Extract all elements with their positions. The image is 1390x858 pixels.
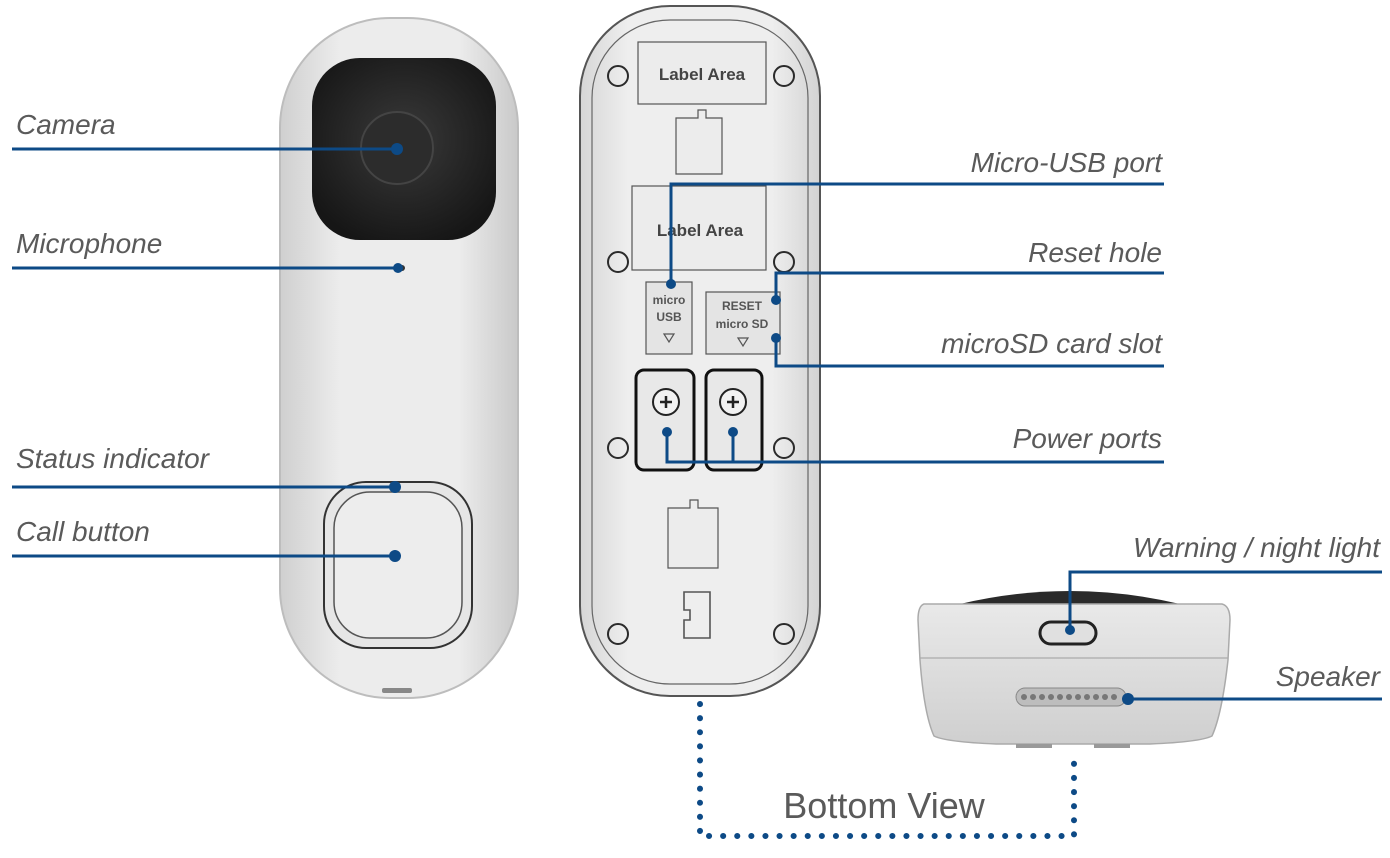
speaker-label: Speaker (1276, 661, 1382, 692)
screw-cross-icon (660, 396, 672, 408)
mount-hole-icon (607, 251, 629, 273)
mount-hole-icon (607, 437, 629, 459)
speaker-holes (1021, 694, 1117, 700)
arrow-down-icon (662, 333, 676, 344)
micro-usb-port-label: Micro-USB port (971, 147, 1164, 178)
back-leaders (662, 182, 1164, 464)
micro-sd-text: micro SD (716, 317, 769, 331)
arrow-down-icon (736, 337, 750, 348)
mount-hole-icon (607, 623, 629, 645)
reset-hole-label: Reset hole (1028, 237, 1162, 268)
call-button-label: Call button (16, 516, 150, 547)
back-view: Label Area Label Area micro USB RESET mi… (579, 5, 821, 697)
tab-top (675, 109, 723, 175)
power-port-left (634, 368, 696, 472)
micro-text: micro (653, 293, 686, 307)
sd-card-icon (683, 591, 711, 639)
bottom-foot (1094, 744, 1130, 748)
bottom-view-caption: Bottom View (783, 785, 985, 826)
power-port-right (704, 368, 764, 472)
label-area-top (637, 41, 767, 105)
label-area-middle (631, 185, 767, 271)
status-indicator-label: Status indicator (16, 443, 211, 474)
mount-hole-icon (773, 623, 795, 645)
screw-cross-icon (727, 396, 739, 408)
bottom-leaders (1065, 570, 1382, 705)
front-leaders (12, 143, 403, 562)
bottom-foot (1016, 744, 1052, 748)
tab-bottom (667, 499, 719, 569)
back-body (579, 5, 821, 697)
label-area-top-text: Label Area (659, 65, 746, 84)
bottom-vent (382, 688, 412, 693)
microsd-card-slot-label: microSD card slot (941, 328, 1163, 359)
camera-label: Camera (16, 109, 116, 140)
power-ports-label: Power ports (1013, 423, 1162, 454)
reset-text: RESET (722, 299, 763, 313)
mount-hole-icon (773, 437, 795, 459)
usb-text: USB (656, 310, 682, 324)
bottom-body (917, 603, 1231, 745)
label-area-middle-text: Label Area (657, 221, 744, 240)
front-view (279, 17, 519, 699)
microsd-slot-cover (705, 291, 781, 355)
microphone-label: Microphone (16, 228, 162, 259)
mount-hole-icon (607, 65, 629, 87)
call-button-face (333, 491, 463, 639)
back-inner-outline (591, 19, 809, 685)
warning-night-light-label: Warning / night light (1133, 532, 1381, 563)
bottom-view (917, 591, 1231, 748)
mount-hole-icon (773, 65, 795, 87)
bottom-view-connector (697, 701, 1077, 839)
